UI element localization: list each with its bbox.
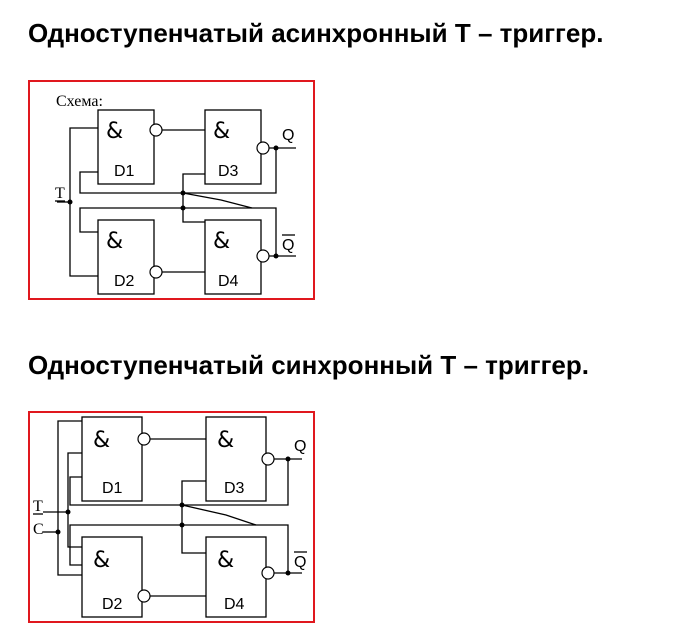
junction-d1-fb <box>179 502 185 508</box>
junction-d1-fb <box>180 190 186 196</box>
junction-t <box>67 199 73 205</box>
gate-d3 <box>204 109 262 185</box>
gate-d1 <box>97 109 155 185</box>
gate-d3-symbol: & <box>213 119 230 144</box>
gate-d1 <box>81 416 143 502</box>
junction-t <box>65 509 71 515</box>
wire-qbar-feedback <box>183 207 277 256</box>
gate-d2-label: D2 <box>102 596 123 613</box>
gate-d1-label: D1 <box>102 480 123 497</box>
gate-d4-symbol: & <box>217 548 234 573</box>
gate-d4-symbol: & <box>213 229 230 254</box>
input-t-label: T <box>55 185 65 202</box>
wire-t-bus <box>69 127 98 277</box>
wire-t-bus <box>67 452 82 548</box>
gate-d3 <box>205 416 267 502</box>
gate-d2 <box>97 219 155 295</box>
junction-c <box>55 529 61 535</box>
wire-d3-d4-cross-in <box>181 480 206 554</box>
wire-d2-feedback <box>79 207 183 233</box>
junction-d2-fb <box>180 205 186 211</box>
wire-qbar-feedback <box>182 524 289 573</box>
async-schematic: Схема: & & & & D1 D2 D3 D4 <box>55 93 296 295</box>
junction-q <box>285 456 291 462</box>
wire-cross <box>181 504 257 526</box>
wire-d1-feedback <box>79 171 183 194</box>
gate-d2-symbol: & <box>106 229 123 254</box>
input-c-label: C <box>33 521 44 538</box>
inverter-d2 <box>137 589 151 603</box>
junction-qbar <box>285 570 291 576</box>
gate-d4 <box>205 536 267 618</box>
inverter-d4 <box>256 249 270 263</box>
heading-async-t-trigger: Одноступенчатый асинхронный Т – триггер. <box>28 18 604 48</box>
junction-q <box>273 145 279 151</box>
output-qbar-label: Q <box>294 554 306 571</box>
gate-d2-symbol: & <box>93 548 110 573</box>
sync-schematic-frame: & & & & D1 D2 D3 D4 T C Q Q <box>28 411 315 623</box>
gate-d3-label: D3 <box>218 163 239 180</box>
wire-d3-d4-cross-in <box>182 173 205 223</box>
inverter-d3 <box>261 452 275 466</box>
wire-cross <box>182 192 253 209</box>
inverter-d1 <box>137 432 151 446</box>
wire-d2-feedback <box>69 524 182 566</box>
input-t-label: T <box>33 498 43 515</box>
inverter-d4 <box>261 566 275 580</box>
gate-d3-label: D3 <box>224 480 245 497</box>
inverter-d1 <box>149 123 163 137</box>
heading-sync-t-trigger: Одноступенчатый синхронный Т – триггер. <box>28 350 589 380</box>
gate-d4 <box>204 219 262 295</box>
output-q-label: Q <box>282 127 294 144</box>
wire-q-feedback <box>183 148 277 194</box>
output-q-label: Q <box>294 438 306 455</box>
sync-schematic: & & & & D1 D2 D3 D4 T C Q Q <box>33 416 307 618</box>
wire-c-bus <box>57 420 82 576</box>
junction-qbar <box>273 253 279 259</box>
gate-d2-label: D2 <box>114 273 135 290</box>
inverter-d2 <box>149 265 163 279</box>
output-qbar-label: Q <box>282 237 294 254</box>
wire-d1-feedback <box>69 476 182 506</box>
gate-d4-label: D4 <box>218 273 239 290</box>
async-schematic-frame: Схема: & & & & D1 D2 D3 D4 <box>28 80 315 300</box>
gate-d1-symbol: & <box>106 119 123 144</box>
gate-d2 <box>81 536 143 618</box>
gate-d3-symbol: & <box>217 428 234 453</box>
gate-d1-symbol: & <box>93 428 110 453</box>
gate-d4-label: D4 <box>224 596 245 613</box>
schematic-caption: Схема: <box>56 93 103 110</box>
gate-d1-label: D1 <box>114 163 135 180</box>
inverter-d3 <box>256 141 270 155</box>
wire-q-feedback <box>182 459 289 506</box>
junction-d2-fb <box>179 522 185 528</box>
